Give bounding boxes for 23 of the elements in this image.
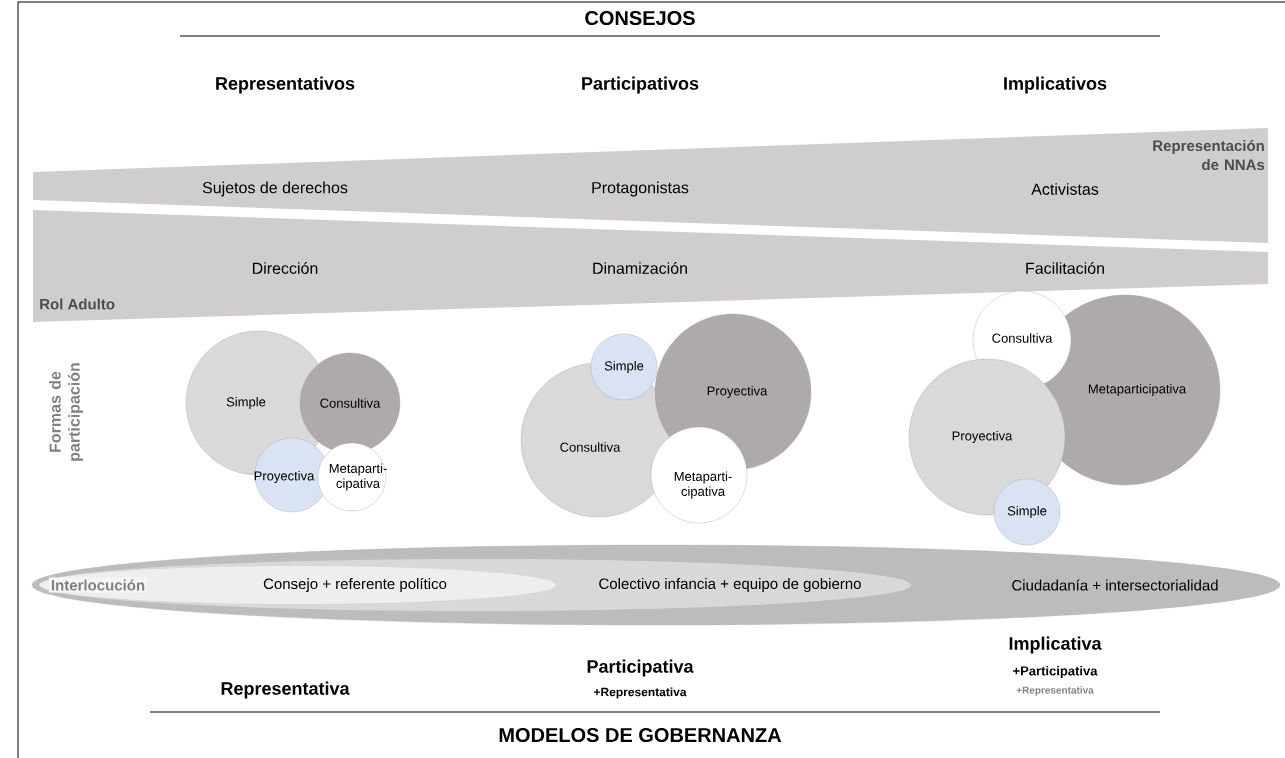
node-label: Facilitación <box>1026 262 1104 274</box>
node-label: Dirección <box>252 262 318 274</box>
heading: Implicativos <box>1004 76 1107 94</box>
node-label: Dinamización <box>593 262 687 274</box>
wedge-band: Representación de NNAs Sujetos de derechos Protagonistas Activistas <box>33 128 1268 243</box>
sub-heading: +Participativa <box>1013 665 1098 679</box>
node-label: Protagonistas <box>592 181 689 197</box>
heading: MODELOS DE GOBERNANZA <box>499 727 782 743</box>
node-label: Activistas <box>1031 183 1099 195</box>
side-label: Formas de participación <box>49 363 83 461</box>
sub-heading: +Representativa <box>1016 686 1094 696</box>
heading: Implicativa <box>1009 636 1102 654</box>
heading: Participativa <box>587 659 694 677</box>
heading: Representativos <box>216 76 355 94</box>
sub-heading: +Representativa <box>594 687 687 699</box>
node-label: Rol Adulto <box>40 298 115 310</box>
wedge-band: Dirección Dinamización Facilitación Rol Adulto <box>33 210 1268 322</box>
node-label: Sujetos de derechos <box>202 181 348 197</box>
node-label: Representación de NNAs <box>1153 139 1265 171</box>
heading: Representativa <box>221 681 350 699</box>
heading: CONSEJOS <box>585 10 695 26</box>
heading: Participativos <box>582 76 699 94</box>
ellipse-band: Interlocución Consejo + referente político <box>40 566 556 604</box>
